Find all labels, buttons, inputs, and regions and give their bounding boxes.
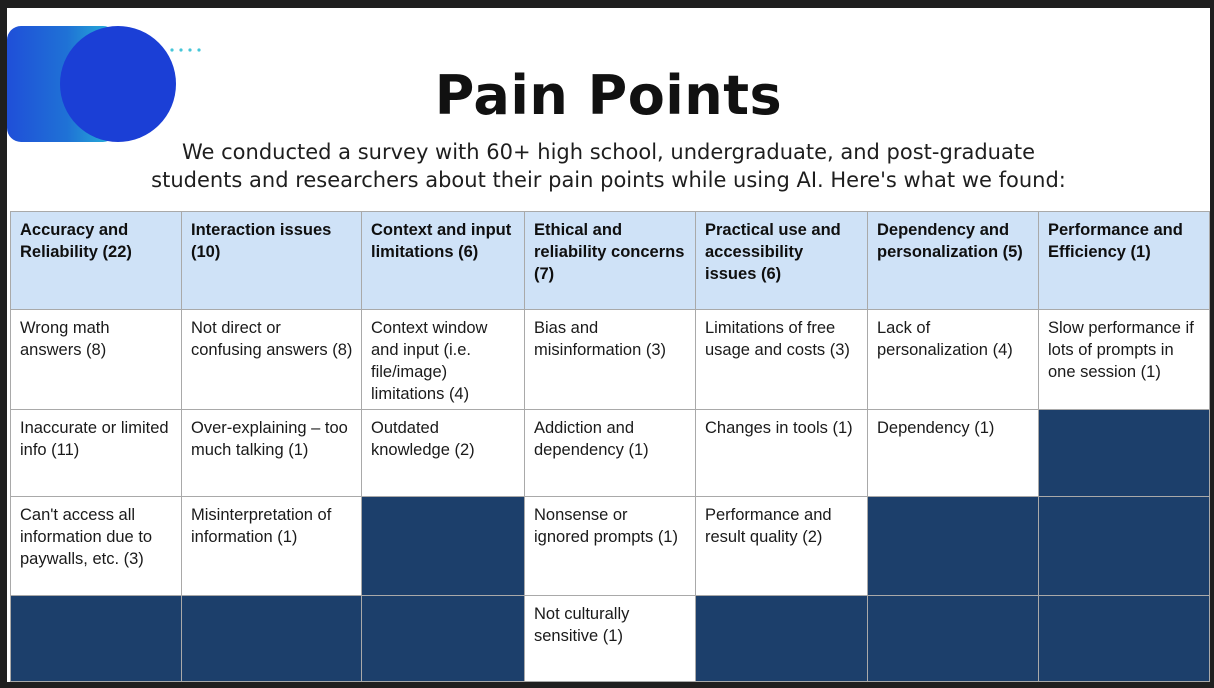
table-cell: [361, 595, 525, 682]
blue-circle-shape: [60, 26, 176, 142]
table-cell: Changes in tools (1): [695, 409, 868, 497]
pain-points-table: Accuracy and Reliability (22) Interactio…: [10, 211, 1210, 682]
header-context: Context and input limitations (6): [361, 211, 525, 310]
page-subtitle: We conducted a survey with 60+ high scho…: [107, 138, 1110, 194]
header-dependency: Dependency and personalization (5): [867, 211, 1039, 310]
subtitle-line-1: We conducted a survey with 60+ high scho…: [181, 140, 1035, 164]
table-cell: Performance and result quality (2): [695, 496, 868, 596]
table-row: Inaccurate or limited info (11) Over-exp…: [10, 409, 1210, 497]
table-cell: Bias and misinformation (3): [524, 309, 696, 410]
table-cell: Context window and input (i.e. file/imag…: [361, 309, 525, 410]
table-cell: Nonsense or ignored prompts (1): [524, 496, 696, 596]
table-cell: Addiction and dependency (1): [524, 409, 696, 497]
table-row: Not culturally sensitive (1): [10, 595, 1210, 682]
table-cell: Dependency (1): [867, 409, 1039, 497]
table-cell: Over-explaining – too much talking (1): [181, 409, 362, 497]
table-cell: [867, 496, 1039, 596]
table-cell: [361, 496, 525, 596]
decorative-graphic: [7, 26, 201, 142]
page-title: Pain Points: [434, 64, 783, 127]
table-cell: Lack of personalization (4): [867, 309, 1039, 410]
table-cell: Wrong math answers (8): [10, 309, 182, 410]
table-cell: Inaccurate or limited info (11): [10, 409, 182, 497]
table-cell: [1038, 409, 1210, 497]
table-cell: [695, 595, 868, 682]
table-cell: [1038, 496, 1210, 596]
table-cell: [867, 595, 1039, 682]
table-cell: [1038, 595, 1210, 682]
header-accuracy: Accuracy and Reliability (22): [10, 211, 182, 310]
table-row: Can't access all information due to payw…: [10, 496, 1210, 596]
table-cell: Misinterpretation of information (1): [181, 496, 362, 596]
table-cell: Can't access all information due to payw…: [10, 496, 182, 596]
table-cell: [181, 595, 362, 682]
table-row: Wrong math answers (8) Not direct or con…: [10, 309, 1210, 410]
header-performance: Performance and Efficiency (1): [1038, 211, 1210, 310]
header-ethical: Ethical and reliability concerns (7): [524, 211, 696, 310]
table-cell: Limitations of free usage and costs (3): [695, 309, 868, 410]
dotted-line: [170, 48, 201, 52]
table-cell: Not direct or confusing answers (8): [181, 309, 362, 410]
table-cell: [10, 595, 182, 682]
header-interaction: Interaction issues (10): [181, 211, 362, 310]
table-cell: Not culturally sensitive (1): [524, 595, 696, 682]
header-practical: Practical use and accessibility issues (…: [695, 211, 868, 310]
subtitle-line-2: students and researchers about their pai…: [151, 168, 1066, 192]
table-header-row: Accuracy and Reliability (22) Interactio…: [10, 211, 1210, 310]
table-cell: Slow performance if lots of prompts in o…: [1038, 309, 1210, 410]
slide: Pain Points We conducted a survey with 6…: [7, 8, 1210, 682]
table-cell: Outdated knowledge (2): [361, 409, 525, 497]
